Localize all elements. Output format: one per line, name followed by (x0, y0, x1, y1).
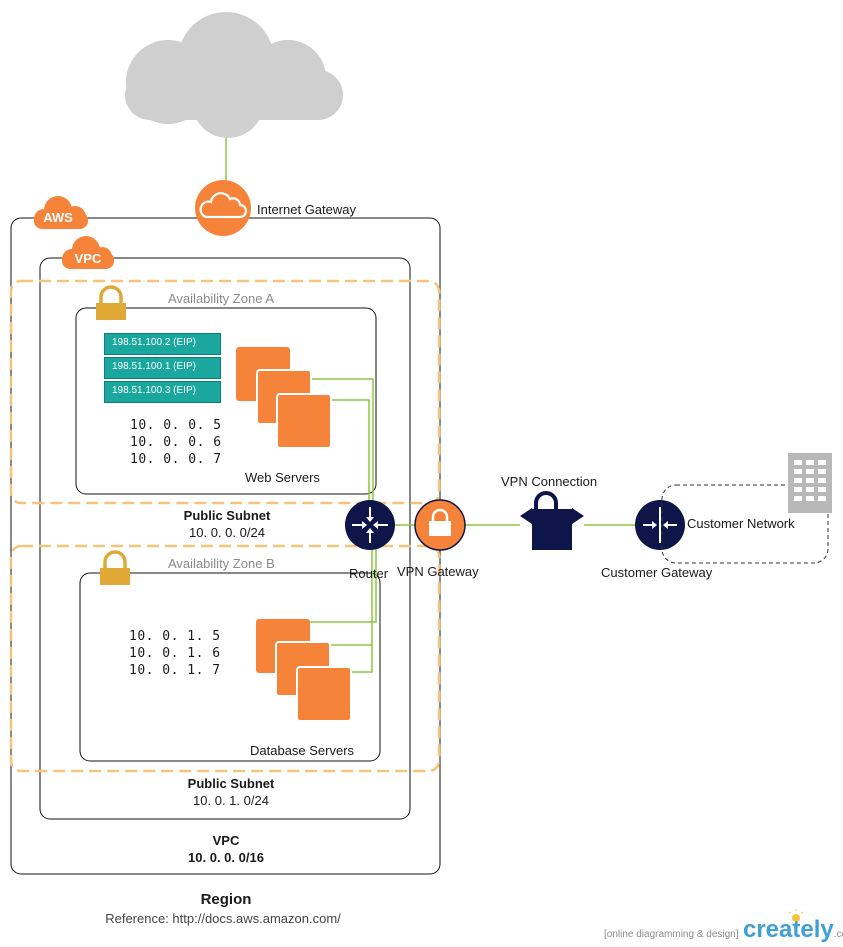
web-ip-address: 10. 0. 0. 5 (130, 418, 222, 433)
customer-gateway-label: Customer Gateway (601, 565, 713, 580)
subnet-a-cidr: 10. 0. 0. 0/24 (189, 525, 265, 540)
watermark-suffix: .com (833, 929, 843, 940)
watermark-tagline: [online diagramming & design] (604, 929, 739, 940)
creately-bulb-icon (788, 909, 804, 922)
web-ip-address: 10. 0. 0. 6 (130, 435, 222, 450)
availability-zone-a (9, 279, 441, 505)
web-ip-address: 10. 0. 0. 7 (130, 452, 222, 467)
vpn-tunnel-icon (520, 491, 584, 550)
customer-network-label: Customer Network (687, 516, 795, 531)
subnet-b-title: Public Subnet (187, 776, 275, 791)
zone-b-label: Availability Zone B (168, 556, 275, 571)
cloud-icon (125, 12, 343, 138)
lock-icon (100, 550, 130, 585)
vpc-box (39, 257, 411, 820)
vpn-lock-icon (414, 499, 466, 551)
region-label: Region (200, 891, 252, 908)
building-icon (788, 453, 832, 513)
cloud-circle-icon (195, 180, 251, 236)
db-ip-address: 10. 0. 1. 5 (129, 629, 221, 644)
vpc-title: VPC (212, 833, 240, 848)
aws-badge-label: AWS (43, 210, 73, 225)
subnet-box-a (75, 307, 377, 495)
server-stack-icon (236, 347, 332, 449)
eip-badge: 198.51.100.2 (EIP) (104, 333, 221, 355)
database-servers-label: Database Servers (250, 743, 355, 758)
web-servers-label: Web Servers (245, 470, 320, 485)
zone-a-label: Availability Zone A (168, 291, 274, 306)
router-label: Router (349, 566, 389, 581)
reference-text: Reference: http://docs.aws.amazon.com/ (105, 911, 341, 926)
db-ip-address: 10. 0. 1. 7 (129, 663, 221, 678)
vpn-gateway-label: VPN Gateway (397, 564, 479, 579)
vpc-cidr: 10. 0. 0. 0/16 (188, 850, 264, 865)
vpc-badge-label: VPC (74, 251, 102, 266)
watermark-brand: creately (742, 916, 834, 943)
availability-zone-b (9, 544, 441, 773)
subnet-box-b (79, 572, 381, 762)
eip-badge: 198.51.100.1 (EIP) (104, 357, 221, 379)
subnet-a-title: Public Subnet (183, 508, 271, 523)
connector-lines (300, 378, 636, 673)
creately-watermark: [online diagramming & design] creately.c… (604, 918, 843, 942)
lock-icon (96, 285, 126, 320)
aws-badge-icon (34, 196, 88, 229)
customer-network-boundary (661, 484, 829, 564)
gateway-icon (635, 500, 685, 550)
vpc-badge-icon (62, 236, 114, 269)
db-ip-address: 10. 0. 1. 6 (129, 646, 221, 661)
internet-gateway-label: Internet Gateway (257, 202, 356, 217)
subnet-b-cidr: 10. 0. 1. 0/24 (193, 793, 269, 808)
server-stack-icon (256, 619, 352, 722)
vpn-connection-label: VPN Connection (501, 474, 598, 489)
router-icon (345, 500, 395, 550)
eip-badge: 198.51.100.3 (EIP) (104, 381, 221, 403)
